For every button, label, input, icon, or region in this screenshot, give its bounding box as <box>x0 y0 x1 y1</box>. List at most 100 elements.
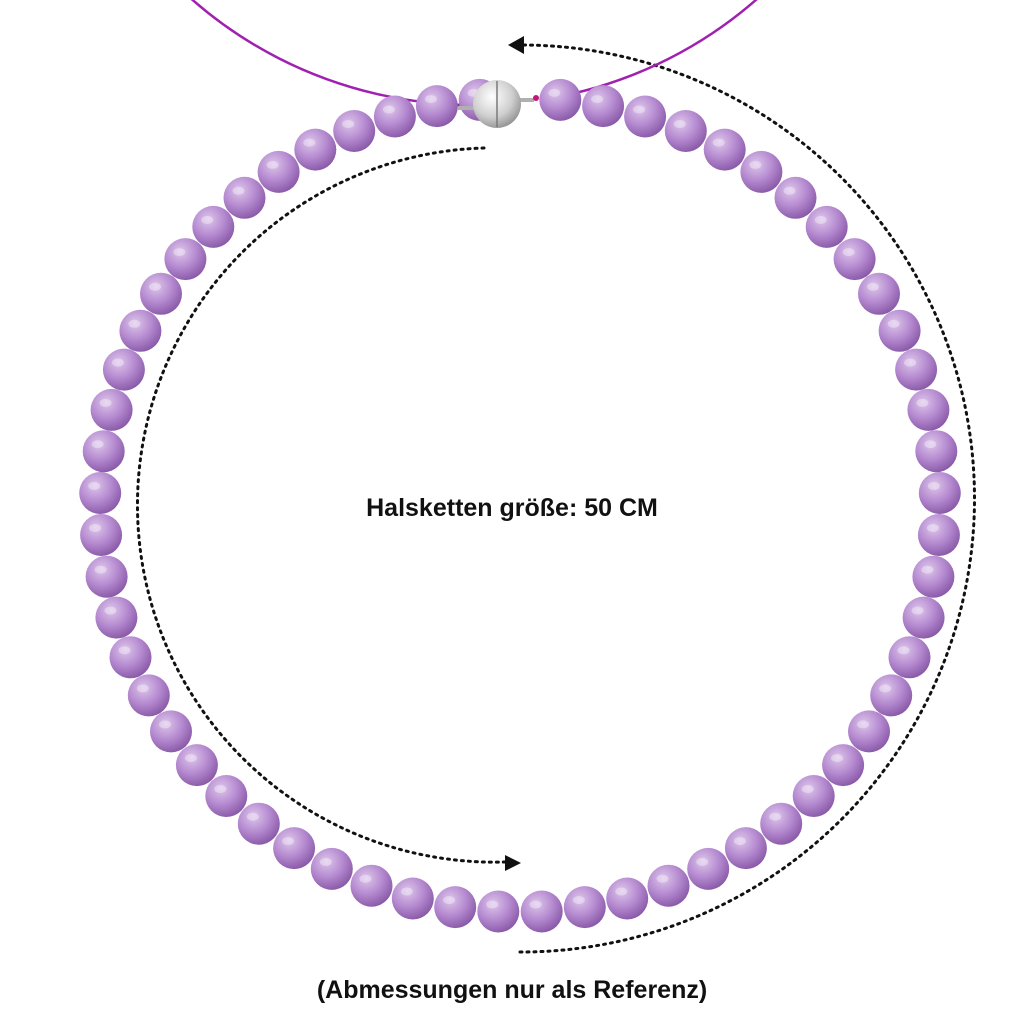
bead-highlight <box>443 896 456 905</box>
bead-highlight <box>857 720 869 729</box>
bead-highlight <box>99 398 112 407</box>
bead-highlight <box>246 812 259 821</box>
amethyst-bead <box>760 802 803 845</box>
amethyst-bead <box>878 309 921 352</box>
bead-highlight <box>88 482 101 490</box>
bead-highlight <box>91 440 104 449</box>
amethyst-bead <box>109 636 152 679</box>
amethyst-bead <box>477 890 520 933</box>
amethyst-bead <box>237 802 280 845</box>
reference-note: (Abmessungen nur als Referenz) <box>316 976 708 1004</box>
bead-highlight <box>867 282 879 291</box>
bead-highlight <box>591 95 604 104</box>
bead-highlight <box>927 482 940 490</box>
amethyst-bead <box>902 596 945 639</box>
bead-highlight <box>529 900 542 909</box>
bead-highlight <box>615 887 628 896</box>
bead-highlight <box>814 215 827 224</box>
amethyst-bead <box>687 847 730 890</box>
bead-highlight <box>282 837 295 846</box>
amethyst-bead <box>563 886 606 929</box>
amethyst-bead <box>391 877 434 920</box>
bead-highlight <box>842 248 855 257</box>
bead-highlight <box>712 138 725 147</box>
bead-highlight <box>486 900 499 909</box>
outer-dotted-arc <box>518 43 976 954</box>
amethyst-bead <box>582 85 625 128</box>
bead-highlight <box>879 684 892 693</box>
amethyst-bead <box>833 238 876 281</box>
bead-highlight <box>887 319 900 328</box>
amethyst-bead <box>350 864 393 907</box>
amethyst-bead <box>205 775 248 817</box>
amethyst-bead <box>895 348 938 391</box>
amethyst-bead <box>434 886 477 929</box>
bead-highlight <box>232 186 245 195</box>
amethyst-bead <box>164 238 207 281</box>
necklace-size-label: Halsketten größe: 50 CM <box>366 494 658 522</box>
magnetic-clasp <box>458 80 539 128</box>
bead-highlight <box>921 565 934 574</box>
bead-highlight <box>128 319 141 328</box>
amethyst-bead <box>805 205 848 248</box>
outer-arrowhead <box>508 36 524 54</box>
amethyst-bead <box>82 430 125 473</box>
amethyst-bead <box>848 710 890 753</box>
bead-highlight <box>769 812 782 821</box>
bead-highlight <box>400 887 413 896</box>
inner-dotted-arc <box>135 146 507 864</box>
amethyst-bead <box>888 636 931 679</box>
bead-highlight <box>319 857 332 866</box>
amethyst-bead <box>294 128 337 171</box>
amethyst-bead <box>724 827 767 870</box>
bead-highlight <box>673 120 686 128</box>
bead-highlight <box>783 186 796 195</box>
bead-highlight <box>911 606 924 615</box>
amethyst-bead <box>870 674 913 717</box>
amethyst-bead <box>664 110 707 152</box>
amethyst-bead <box>333 110 376 152</box>
bead-highlight <box>118 646 131 655</box>
amethyst-bead <box>740 150 783 193</box>
bead-highlight <box>104 606 117 615</box>
bead-highlight <box>424 95 437 104</box>
bead-highlight <box>548 88 561 97</box>
amethyst-bead <box>912 555 955 598</box>
bead-group <box>79 78 961 933</box>
amethyst-bead <box>520 890 563 933</box>
amethyst-bead <box>774 176 817 219</box>
bead-highlight <box>656 874 669 883</box>
amethyst-bead <box>257 150 300 193</box>
bead-highlight <box>342 120 355 128</box>
bead-highlight <box>926 524 939 532</box>
bead-highlight <box>266 160 279 169</box>
bead-highlight <box>801 785 814 793</box>
amethyst-bead <box>606 877 649 920</box>
amethyst-bead <box>273 827 316 870</box>
bead-highlight <box>94 565 107 574</box>
amethyst-bead <box>915 430 958 473</box>
bead-highlight <box>924 440 937 449</box>
amethyst-bead <box>918 472 961 514</box>
bead-highlight <box>136 684 149 693</box>
bead-highlight <box>89 524 102 532</box>
bead-highlight <box>696 857 709 866</box>
inner-arrowhead <box>505 855 521 871</box>
amethyst-bead <box>647 864 690 907</box>
bead-highlight <box>173 248 186 257</box>
bead-highlight <box>159 720 171 729</box>
amethyst-bead <box>792 775 835 817</box>
amethyst-bead <box>127 674 170 717</box>
bead-highlight <box>184 754 197 763</box>
bead-highlight <box>359 874 372 883</box>
bead-highlight <box>382 105 395 114</box>
amethyst-bead <box>907 388 950 431</box>
amethyst-bead <box>140 272 182 315</box>
amethyst-bead <box>175 744 218 787</box>
bead-highlight <box>149 282 161 291</box>
bead-highlight <box>904 358 917 367</box>
bead-highlight <box>831 754 844 763</box>
amethyst-bead <box>119 309 162 352</box>
